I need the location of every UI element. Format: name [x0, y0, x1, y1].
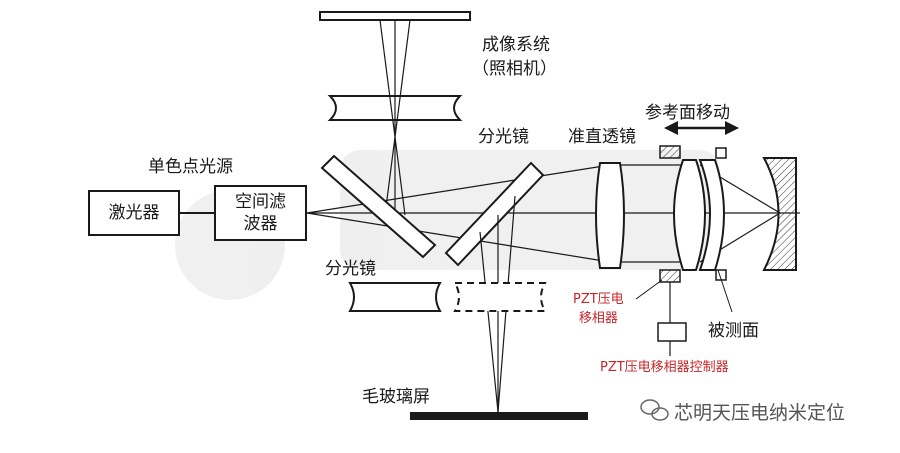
reference-move-arrow — [664, 121, 739, 135]
collimating-lens — [595, 162, 625, 269]
spatial-filter-line2: 波器 — [243, 214, 278, 234]
surface-leader — [717, 269, 733, 313]
beam-splitter-left — [320, 154, 437, 259]
camera-rays — [379, 19, 411, 216]
spatial-filter-line1: 空间滤 — [235, 192, 286, 212]
pzt-label-line2: 移相器 — [578, 311, 618, 326]
pzt-controller-box — [657, 322, 687, 342]
pzt-mount-top-right — [715, 147, 727, 159]
pzt-mount-top — [659, 145, 681, 159]
beam-splitter-center — [444, 161, 545, 267]
surface-under-test-label: 被测面 — [708, 321, 759, 341]
pzt-mount-bottom — [659, 269, 681, 283]
lower-lens-dashed — [453, 282, 547, 312]
pzt-leader — [635, 279, 663, 300]
spatial-filter-box: 空间滤 波器 — [214, 185, 307, 241]
pzt-label-line1: PZT压电 — [573, 292, 624, 307]
pzt-label: PZT压电 移相器 — [573, 290, 624, 328]
reference-move-label: 参考面移动 — [645, 103, 730, 123]
surface-under-test — [762, 157, 797, 271]
collimator-label: 准直透镜 — [568, 127, 636, 147]
lower-lens-solid — [348, 282, 442, 312]
beam-splitter-left-label: 分光镜 — [325, 259, 376, 279]
reference-lens — [673, 159, 706, 271]
beam-splitter-top-label: 分光镜 — [478, 127, 529, 147]
imaging-system-label-2: （照相机） — [472, 59, 557, 79]
frosted-glass-screen — [410, 412, 588, 420]
pzt-controller-label: PZT压电移相器控制器 — [600, 360, 729, 375]
laser-box: 激光器 — [88, 190, 180, 236]
watermark-text: 芯明天压电纳米定位 — [674, 402, 846, 424]
wechat-icon — [640, 399, 669, 421]
frosted-screen-label: 毛玻璃屏 — [362, 387, 430, 407]
camera-sensor-plate — [319, 11, 471, 21]
imaging-system-label-1: 成像系统 — [482, 35, 550, 55]
point-source-label: 单色点光源 — [148, 157, 233, 177]
reference-meniscus — [698, 159, 725, 271]
